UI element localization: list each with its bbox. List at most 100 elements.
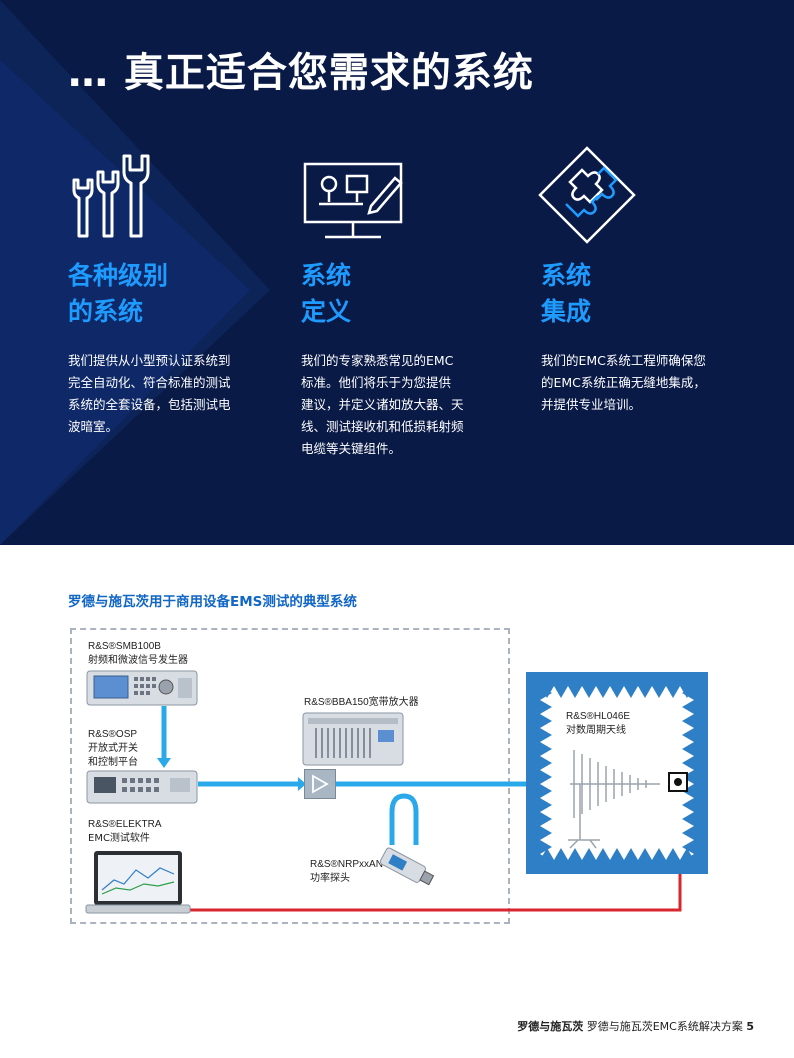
absorber-spike [682, 714, 694, 728]
absorber-spike [540, 840, 552, 854]
switch-platform-device [86, 770, 198, 804]
absorber-spike [682, 686, 694, 700]
heading-line: 各种级别 [68, 261, 169, 290]
text-line: 的EMC系统正确无缝地集成， [541, 375, 706, 390]
absorber-spike [554, 686, 568, 698]
text-line: 系统的全套设备，包括测试电 [68, 397, 231, 412]
device-desc: EMC测试软件 [88, 833, 150, 844]
absorber-spike [540, 798, 552, 812]
absorber-spike [540, 770, 552, 784]
device-name: R&S®OSP [88, 729, 138, 740]
diagram-title: 罗德与施瓦茨用于商用设备EMS测试的典型系统 [68, 594, 357, 610]
nrp-label: R&S®NRPxxAN 功率探头 [310, 858, 383, 886]
heading-line: 定义 [301, 297, 352, 326]
absorber-spike [540, 812, 552, 826]
device-name: R&S®ELEKTRA [88, 819, 162, 830]
text-line: 我们的EMC系统工程师确保您 [541, 353, 706, 368]
text-line: 波暗室。 [68, 419, 119, 434]
column-heading-1: 各种级别 的系统 [68, 258, 168, 330]
amplifier-symbol-icon [304, 769, 336, 799]
absorber-spike [610, 686, 624, 698]
absorber-spike [682, 826, 694, 840]
text-line: 标准。他们将乐于为您提供 [301, 375, 452, 390]
text-line: 线、测试接收机和低损耗射频 [301, 419, 464, 434]
absorber-spike [540, 728, 552, 742]
absorber-spike [652, 686, 666, 698]
heading-line: 系统 [301, 261, 352, 290]
wrenches-icon [72, 154, 150, 238]
bba-label: R&S®BBA150宽带放大器 [304, 696, 419, 710]
column-text-2: 我们的专家熟悉常见的EMC 标准。他们将乐于为您提供 建议，并定义诸如放大器、天… [301, 350, 464, 460]
absorber-spike [682, 770, 694, 784]
absorber-spike [596, 686, 610, 698]
laptop-device [85, 851, 191, 914]
hl-label: R&S®HL046E 对数周期天线 [566, 710, 630, 738]
absorber-spike [682, 756, 694, 770]
page-footer: 罗德与施瓦茨 罗德与施瓦茨EMC系统解决方案 5 [517, 1018, 754, 1034]
absorber-spike [610, 848, 624, 860]
device-name: R&S®BBA150宽带放大器 [304, 697, 419, 708]
monitor-drawing-icon [303, 162, 403, 239]
column-heading-2: 系统 定义 [301, 258, 351, 330]
osp-label: R&S®OSP 开放式开关 和控制平台 [88, 728, 138, 770]
absorber-spike [540, 742, 552, 756]
device-desc: 射频和微波信号发生器 [88, 655, 188, 666]
arrow-head [157, 758, 171, 768]
device-desc: 对数周期天线 [566, 725, 626, 736]
rf-coupler-loop [389, 793, 419, 845]
absorber-spike [554, 848, 568, 860]
arrow-head [298, 777, 306, 791]
text-line: 我们提供从小型预认证系统到 [68, 353, 231, 368]
absorber-spike [596, 848, 610, 860]
absorber-spike [582, 686, 596, 698]
absorber-spike [682, 700, 694, 714]
absorber-spike [568, 848, 582, 860]
text-line: 我们的专家熟悉常见的EMC [301, 353, 454, 368]
absorber-spike [682, 798, 694, 812]
absorber-spike [540, 826, 552, 840]
smb-label: R&S®SMB100B 射频和微波信号发生器 [88, 640, 188, 668]
absorber-spike [582, 848, 596, 860]
power-probe-device [379, 847, 435, 886]
absorber-spike [666, 848, 680, 860]
hero-background [0, 0, 270, 545]
device-desc: 和控制平台 [88, 757, 138, 768]
page-number: 5 [746, 1020, 754, 1033]
absorber-spike [540, 854, 552, 868]
text-line: 电缆等关键组件。 [301, 441, 402, 456]
column-heading-3: 系统 集成 [541, 258, 591, 330]
absorber-spike [540, 714, 552, 728]
signal-generator-device [86, 670, 198, 706]
elektra-label: R&S®ELEKTRA EMC测试软件 [88, 818, 162, 846]
column-text-1: 我们提供从小型预认证系统到 完全自动化、符合标准的测试 系统的全套设备，包括测试… [68, 350, 231, 438]
log-periodic-antenna [568, 750, 660, 849]
absorber-spike [666, 686, 680, 698]
absorber-spike [682, 742, 694, 756]
device-name: R&S®SMB100B [88, 641, 161, 652]
text-line: 完全自动化、符合标准的测试 [68, 375, 231, 390]
device-desc: 功率探头 [310, 873, 350, 884]
amplifier-device [302, 712, 404, 766]
absorber-spike [682, 784, 694, 798]
absorber-spike [568, 686, 582, 698]
absorber-spike [540, 686, 552, 700]
absorber-spike [624, 848, 638, 860]
device-name: R&S®NRPxxAN [310, 859, 383, 870]
absorber-spike [624, 686, 638, 698]
device-name: R&S®HL046E [566, 711, 631, 722]
absorber-spike [652, 848, 666, 860]
device-desc: 开放式开关 [88, 743, 138, 754]
puzzle-icon [538, 146, 636, 244]
absorber-spike [682, 854, 694, 868]
column-text-3: 我们的EMC系统工程师确保您 的EMC系统正确无缝地集成， 并提供专业培训。 [541, 350, 706, 416]
absorber-spike [540, 784, 552, 798]
footer-doc-title: 罗德与施瓦茨EMC系统解决方案 [586, 1020, 743, 1033]
text-line: 建议，并定义诸如放大器、天 [301, 397, 464, 412]
absorber-spike [682, 728, 694, 742]
page-title: … 真正适合您需求的系统 [68, 50, 534, 96]
footer-brand: 罗德与施瓦茨 [517, 1020, 584, 1033]
hero-section: … 真正适合您需求的系统 各种级别 [0, 0, 794, 545]
heading-line: 集成 [541, 297, 592, 326]
absorber-spike [540, 756, 552, 770]
absorber-spike [540, 700, 552, 714]
